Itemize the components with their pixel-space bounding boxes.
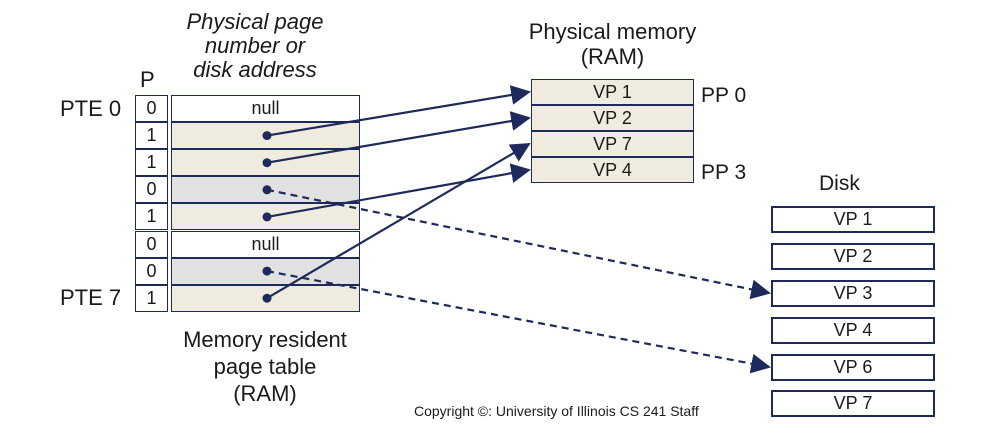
memory-mapping-arrow xyxy=(266,111,531,164)
pte-address-header: Physical page number or disk address xyxy=(170,10,340,82)
page-table-caption-line: (RAM) xyxy=(233,381,297,406)
present-bit-header: P xyxy=(140,67,155,92)
page-table-caption-line: page table xyxy=(213,354,317,379)
pte-address-cell: null xyxy=(171,230,360,258)
memory-mapping-arrow xyxy=(266,85,531,137)
present-bit: 0 xyxy=(135,230,168,258)
pointer-dot xyxy=(262,212,272,222)
pte-first-label: PTE 0 xyxy=(60,96,122,121)
pte-address-cell xyxy=(171,176,360,204)
pte-address-header-line: number or xyxy=(204,33,306,58)
pte-address-cell xyxy=(171,203,360,231)
disk-page: VP 3 xyxy=(771,280,935,307)
present-bit: 1 xyxy=(135,149,168,177)
pte-last-label: PTE 7 xyxy=(60,285,122,310)
pointer-dot xyxy=(262,266,272,276)
present-bit: 1 xyxy=(135,122,168,150)
page-table-caption: Memory resident page table (RAM) xyxy=(165,326,365,407)
present-bit: 0 xyxy=(135,176,168,204)
present-bit: 1 xyxy=(135,203,168,231)
physical-page: VP 7 xyxy=(531,131,694,157)
disk-page: VP 7 xyxy=(771,390,935,417)
present-bit: 1 xyxy=(135,284,168,312)
physical-memory-title-line: Physical memory xyxy=(528,19,697,44)
pte-address-header-line: disk address xyxy=(193,57,317,82)
pte-address-header-line: Physical page xyxy=(186,9,324,34)
disk-mapping-arrow xyxy=(266,270,771,374)
present-bit: 0 xyxy=(135,257,168,285)
disk-mapping-arrow xyxy=(266,188,771,300)
pp-last-label: PP 3 xyxy=(701,161,747,184)
memory-mapping-arrow xyxy=(266,163,531,218)
pte-row: 1 xyxy=(135,203,360,231)
pointer-dot xyxy=(262,131,272,141)
memory-mapping-arrow xyxy=(266,142,531,300)
present-bit: 0 xyxy=(135,95,168,122)
disk-page: VP 2 xyxy=(771,243,935,270)
page-table-caption-line: Memory resident xyxy=(183,327,347,352)
physical-memory-title-line: (RAM) xyxy=(580,44,645,69)
disk-page: VP 4 xyxy=(771,317,935,344)
physical-page: VP 2 xyxy=(531,105,694,131)
disk-title: Disk xyxy=(819,172,860,195)
pointer-dot xyxy=(262,158,272,168)
physical-memory-title: Physical memory (RAM) xyxy=(505,19,720,69)
pte-address-cell: null xyxy=(171,95,360,122)
pointer-dot xyxy=(262,293,272,303)
physical-page: VP 4 xyxy=(531,157,694,183)
pte-row: 0 xyxy=(135,176,360,204)
copyright-text: Copyright ©: University of Illinois CS 2… xyxy=(414,403,699,419)
physical-page: VP 1 xyxy=(531,79,694,105)
pp-first-label: PP 0 xyxy=(701,84,747,107)
disk-page: VP 6 xyxy=(771,354,935,381)
disk-page: VP 1 xyxy=(771,206,935,233)
pointer-dot xyxy=(262,185,272,195)
